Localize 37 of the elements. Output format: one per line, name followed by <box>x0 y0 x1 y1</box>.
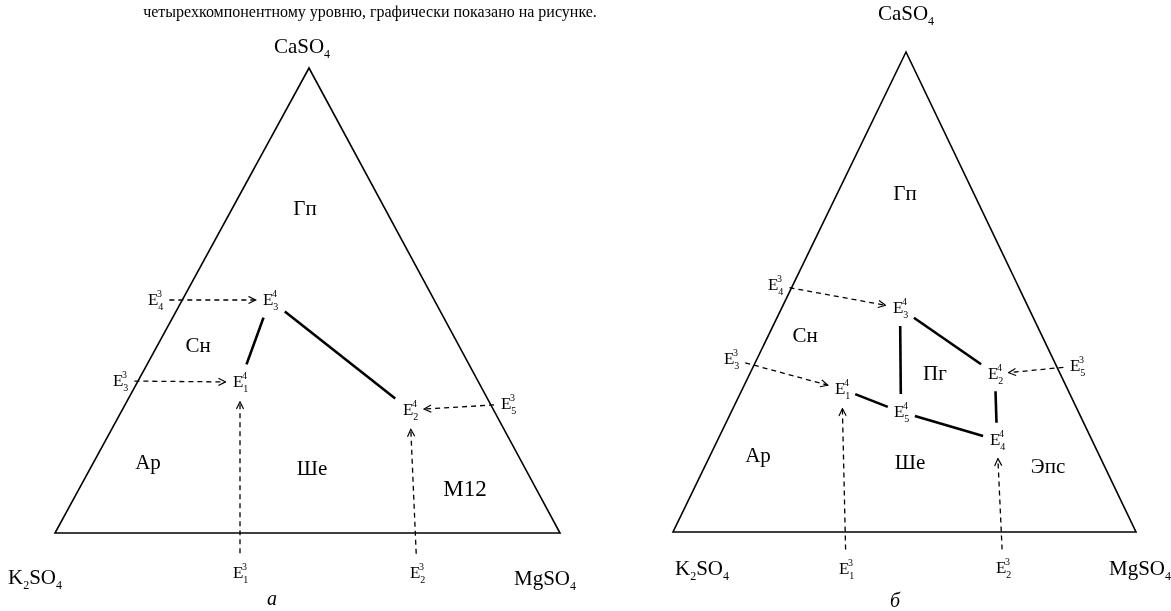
boundary-line <box>914 414 984 438</box>
region-label: Пг <box>923 362 947 384</box>
dashed-arrow <box>1007 366 1065 377</box>
boundary-line <box>994 391 998 423</box>
dashed-arrow <box>744 362 829 388</box>
dashed-arrow <box>406 428 417 555</box>
region-label: Гп <box>893 182 917 204</box>
region-label: М12 <box>443 476 487 500</box>
panel-letter: б <box>889 590 901 610</box>
region-label: Сн <box>185 334 211 356</box>
dashed-arrow <box>838 407 847 551</box>
region-label: Сн <box>792 324 818 346</box>
vertex-label: MgSO$_{4}$ <box>514 567 576 593</box>
dashed-arrow <box>423 404 495 413</box>
region-label: Ар <box>745 444 771 466</box>
boundary-line <box>898 326 903 394</box>
boundary-line <box>245 317 265 365</box>
boundary-line <box>284 310 396 400</box>
region-label: Ше <box>894 451 926 473</box>
caption-text: четырехкомпонентному уровню, графически показано на рисунке. <box>143 4 597 20</box>
region-label: Ше <box>296 457 328 479</box>
region-label: Эпс <box>1030 455 1066 477</box>
panel-letter: а <box>267 588 277 608</box>
boundary-line <box>913 316 982 366</box>
dashed-arrow <box>133 377 227 386</box>
boundary-line <box>854 392 889 409</box>
vertex-label: CaSO$_{4}$ <box>273 35 331 61</box>
vertex-label: CaSO$_{4}$ <box>877 2 935 28</box>
region-label: Гп <box>293 197 317 219</box>
vertex-label: K$_{2}$SO$_{4}$ <box>8 566 62 592</box>
dashed-arrow <box>168 295 257 305</box>
dashed-arrow <box>994 457 1003 551</box>
dashed-arrow <box>788 287 887 309</box>
dashed-arrow <box>235 401 245 554</box>
vertex-label: K$_{2}$SO$_{4}$ <box>675 557 729 583</box>
region-label: Ар <box>135 451 161 473</box>
vertex-label: MgSO$_{4}$ <box>1109 557 1171 583</box>
